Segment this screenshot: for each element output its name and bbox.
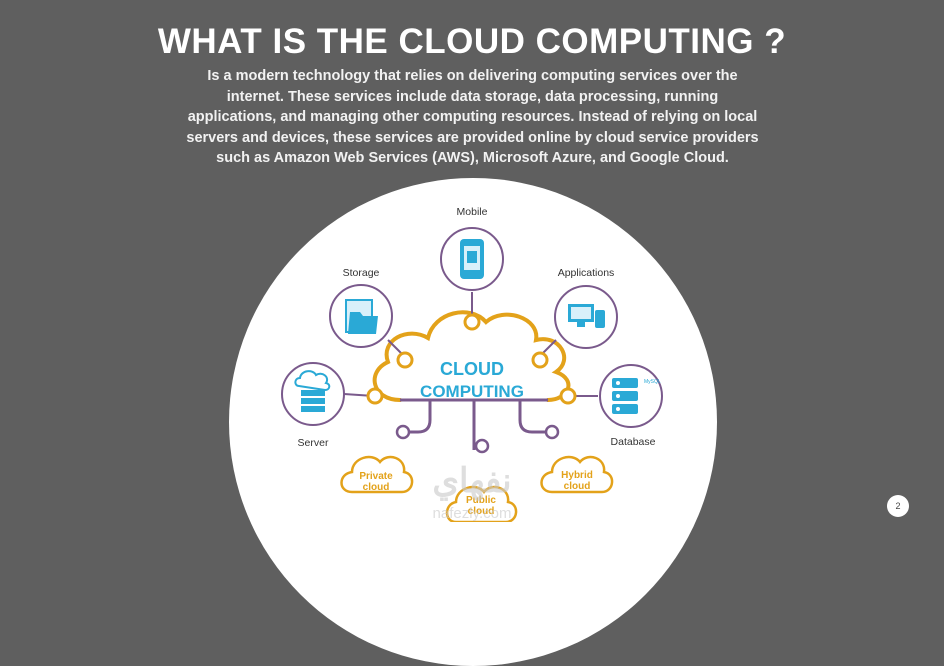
node-label-database: Database bbox=[611, 436, 656, 448]
applications-icon bbox=[568, 304, 605, 328]
node-label-mobile: Mobile bbox=[457, 206, 488, 218]
private-cloud-line1: Private bbox=[359, 471, 393, 482]
node-label-server: Server bbox=[298, 437, 329, 449]
node-mobile: Mobile bbox=[440, 206, 504, 291]
central-cloud-outline bbox=[372, 310, 571, 402]
public-cloud-line2: cloud bbox=[468, 506, 495, 517]
private-cloud: Private cloud bbox=[340, 455, 414, 494]
private-cloud-line2: cloud bbox=[363, 482, 390, 493]
page-number: 2 bbox=[887, 495, 909, 517]
cloud-computing-diagram: Mobile Storage Applications Server bbox=[281, 206, 663, 522]
node-label-applications: Applications bbox=[558, 267, 615, 279]
watermark-latin: nafezly.com bbox=[433, 505, 512, 522]
public-cloud-line1: Public bbox=[466, 495, 496, 506]
hybrid-cloud: Hybrid cloud bbox=[540, 455, 614, 494]
center-title-line2: COMPUTING bbox=[420, 382, 524, 401]
node-applications: Applications bbox=[554, 267, 618, 349]
slide-title: WHAT IS THE CLOUD COMPUTING ? bbox=[157, 22, 787, 61]
central-cloud-bottom bbox=[400, 398, 548, 450]
node-storage: Storage bbox=[329, 267, 393, 348]
database-icon: MySQL bbox=[612, 378, 661, 414]
node-server: Server bbox=[281, 362, 345, 449]
server-icon bbox=[294, 370, 331, 412]
mobile-icon bbox=[460, 239, 484, 279]
hybrid-cloud-line1: Hybrid bbox=[561, 470, 593, 481]
center-title-line1: CLOUD bbox=[440, 359, 504, 379]
node-label-storage: Storage bbox=[343, 267, 380, 279]
watermark-arabic: نفهاي bbox=[432, 462, 511, 501]
slide-body-text: Is a modern technology that relies on de… bbox=[186, 68, 759, 166]
connector-dots bbox=[366, 313, 577, 405]
folder-icon bbox=[345, 299, 378, 334]
hybrid-cloud-line2: cloud bbox=[564, 481, 591, 492]
node-database: MySQL Database bbox=[599, 364, 663, 448]
database-tag: MySQL bbox=[644, 379, 661, 385]
bottom-dots bbox=[395, 424, 560, 454]
public-cloud: Public cloud bbox=[445, 485, 518, 522]
